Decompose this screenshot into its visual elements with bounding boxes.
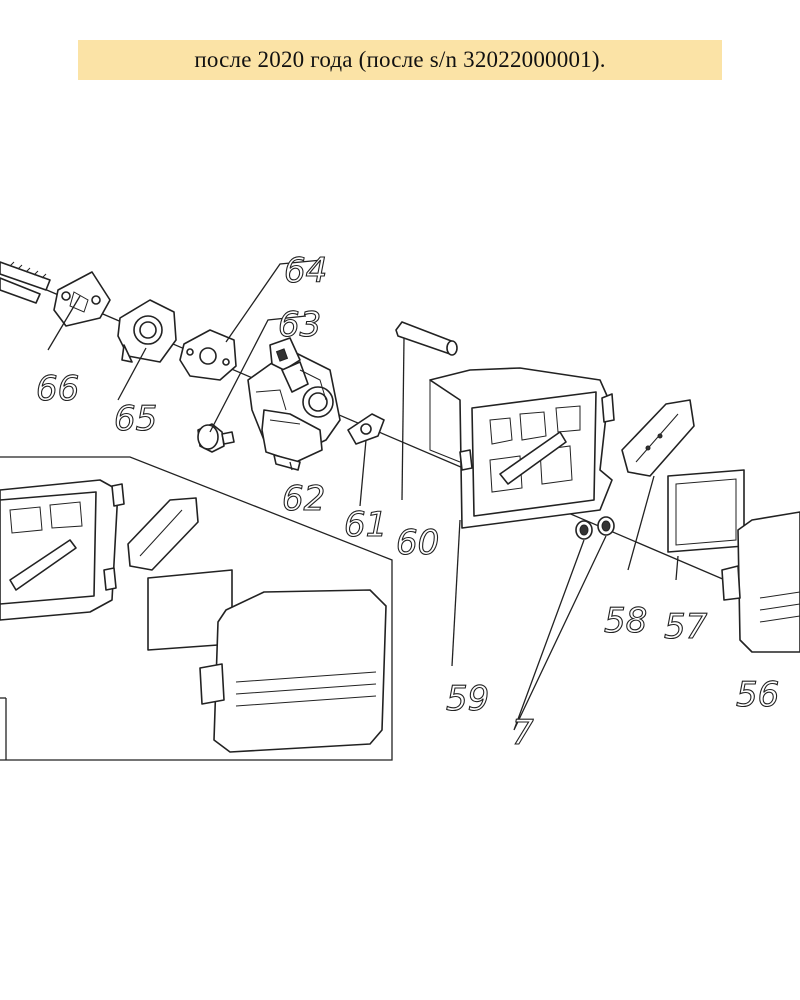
callout-58: 58 bbox=[604, 601, 647, 641]
inset-air-cleaner-base bbox=[0, 479, 125, 621]
callout-62: 62 bbox=[282, 479, 325, 519]
carburetor-62 bbox=[247, 337, 341, 471]
tube-60 bbox=[395, 321, 458, 356]
fitting-63 bbox=[197, 423, 235, 453]
inset-cover bbox=[199, 589, 387, 753]
callout-7: 7 bbox=[512, 713, 534, 753]
callout-56: 56 bbox=[736, 675, 779, 715]
bracket-58 bbox=[621, 399, 695, 477]
inset-bracket bbox=[127, 497, 199, 571]
callout-65: 65 bbox=[114, 399, 157, 439]
cover-56 bbox=[721, 511, 800, 653]
stud-bolts bbox=[0, 261, 51, 304]
gasket-61 bbox=[347, 413, 385, 445]
leader-lines bbox=[47, 259, 679, 731]
callout-64: 64 bbox=[284, 251, 327, 291]
callout-numbers: 66 65 64 63 62 61 60 59 7 58 57 56 bbox=[35, 250, 779, 753]
nuts-7 bbox=[575, 516, 615, 540]
gasket-66 bbox=[53, 271, 111, 327]
callout-59: 59 bbox=[446, 679, 489, 719]
header-note-text: после 2020 года (после s/n 32022000001). bbox=[194, 47, 606, 72]
callout-66: 66 bbox=[36, 369, 79, 409]
gasket-64 bbox=[179, 329, 237, 381]
callout-60: 60 bbox=[396, 523, 439, 563]
inset-frame bbox=[0, 456, 393, 761]
air-cleaner-base-59 bbox=[429, 367, 615, 529]
callout-61: 61 bbox=[344, 505, 387, 545]
filter-element-57 bbox=[667, 469, 745, 553]
insulator-65 bbox=[117, 299, 177, 363]
callout-57: 57 bbox=[664, 607, 708, 647]
header-note-banner: после 2020 года (после s/n 32022000001). bbox=[78, 40, 722, 80]
callout-63: 63 bbox=[278, 305, 321, 345]
